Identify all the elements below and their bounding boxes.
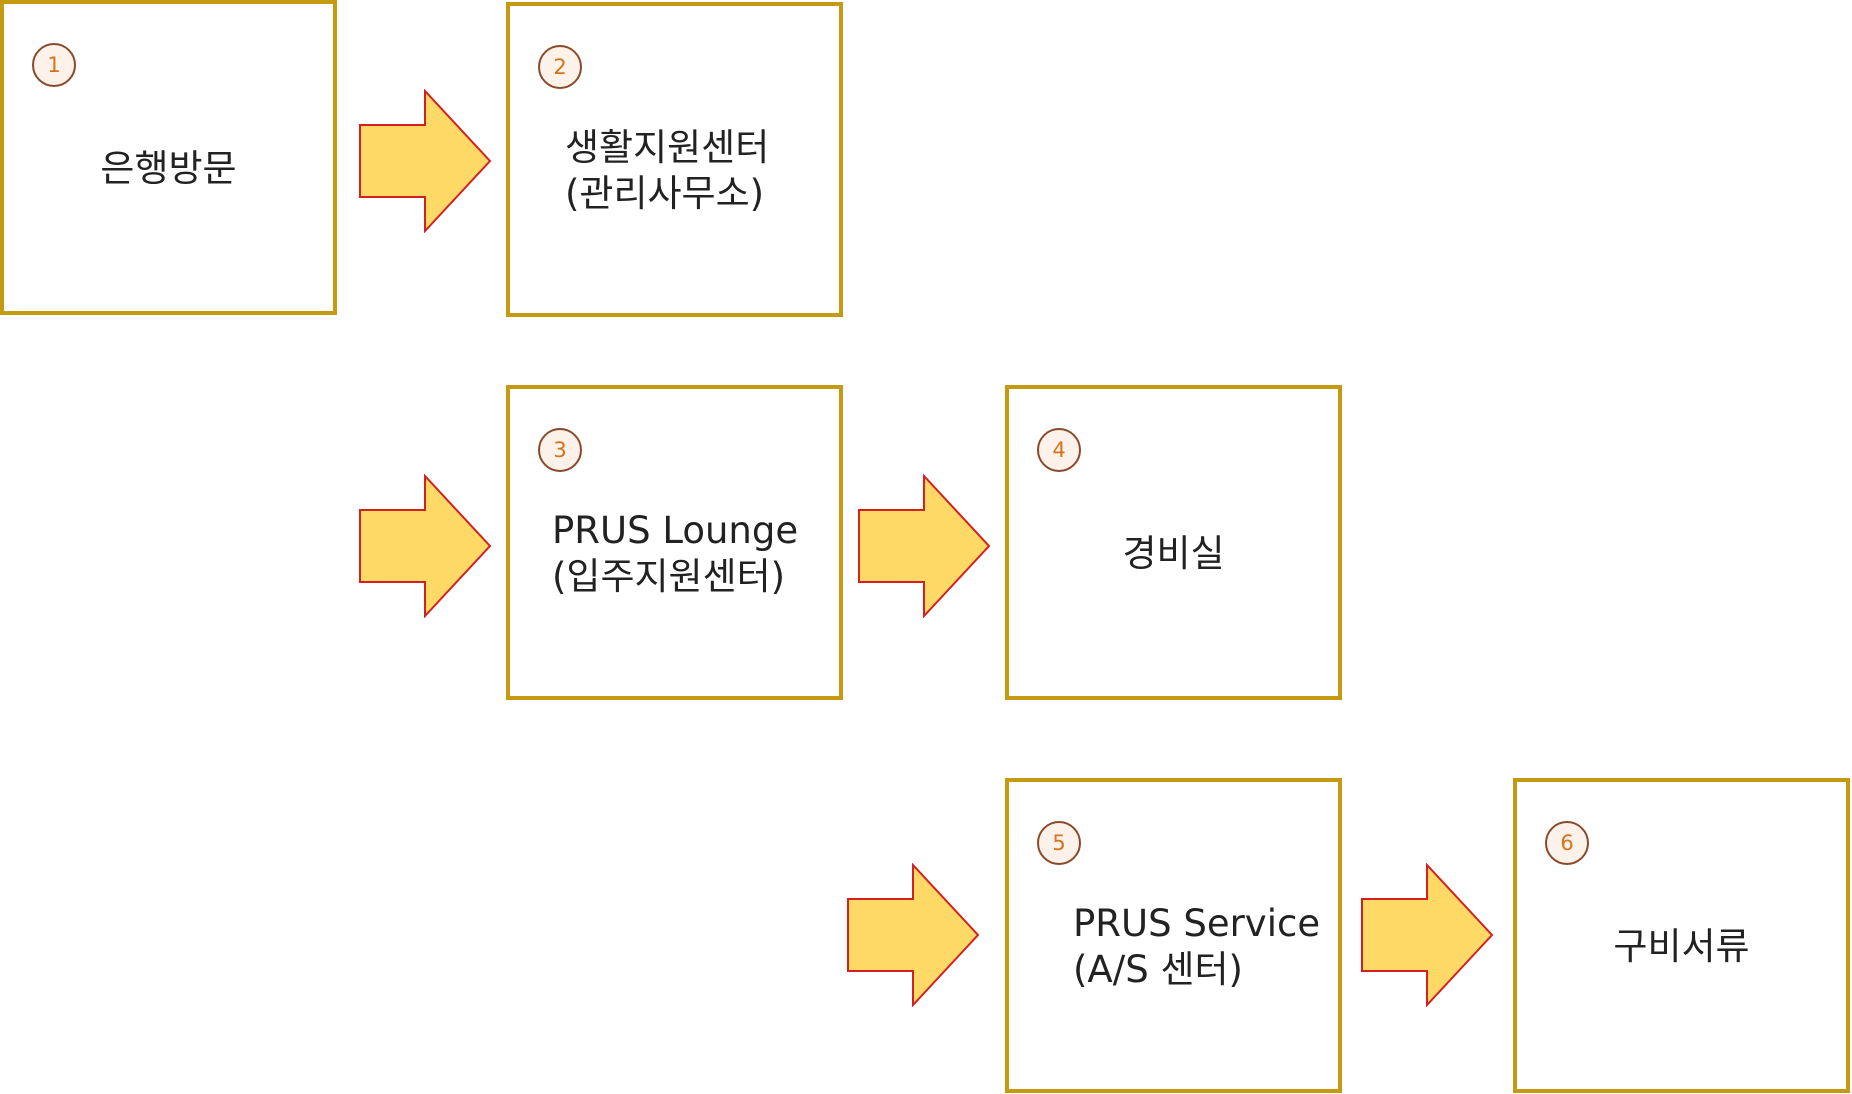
step-label: PRUS Lounge (입주지원센터) xyxy=(552,508,799,598)
right-arrow-icon xyxy=(1361,863,1494,1007)
step-number-badge: 5 xyxy=(1037,821,1081,865)
step-number-badge: 3 xyxy=(538,428,582,472)
step-number-badge: 6 xyxy=(1545,821,1589,865)
step-label: 생활지원센터 (관리사무소) xyxy=(565,125,770,215)
step-box-3: 3 PRUS Lounge (입주지원센터) xyxy=(506,385,843,700)
right-arrow-icon xyxy=(847,863,980,1007)
step-label: 경비실 xyxy=(1122,531,1225,575)
step-box-6: 6 구비서류 xyxy=(1513,778,1850,1093)
step-box-2: 2 생활지원센터 (관리사무소) xyxy=(506,2,843,317)
right-arrow-icon xyxy=(359,89,492,233)
step-label: 구비서류 xyxy=(1613,924,1750,968)
step-label: PRUS Service (A/S 센터) xyxy=(1073,901,1321,991)
step-number-badge: 4 xyxy=(1037,428,1081,472)
step-box-4: 4 경비실 xyxy=(1005,385,1342,700)
step-label: 은행방문 xyxy=(100,146,237,190)
step-box-1: 1 은행방문 xyxy=(0,0,337,315)
right-arrow-icon xyxy=(858,474,991,618)
step-number-badge: 2 xyxy=(538,45,582,89)
step-box-5: 5 PRUS Service (A/S 센터) xyxy=(1005,778,1342,1093)
right-arrow-icon xyxy=(359,474,492,618)
step-number-badge: 1 xyxy=(32,43,76,87)
